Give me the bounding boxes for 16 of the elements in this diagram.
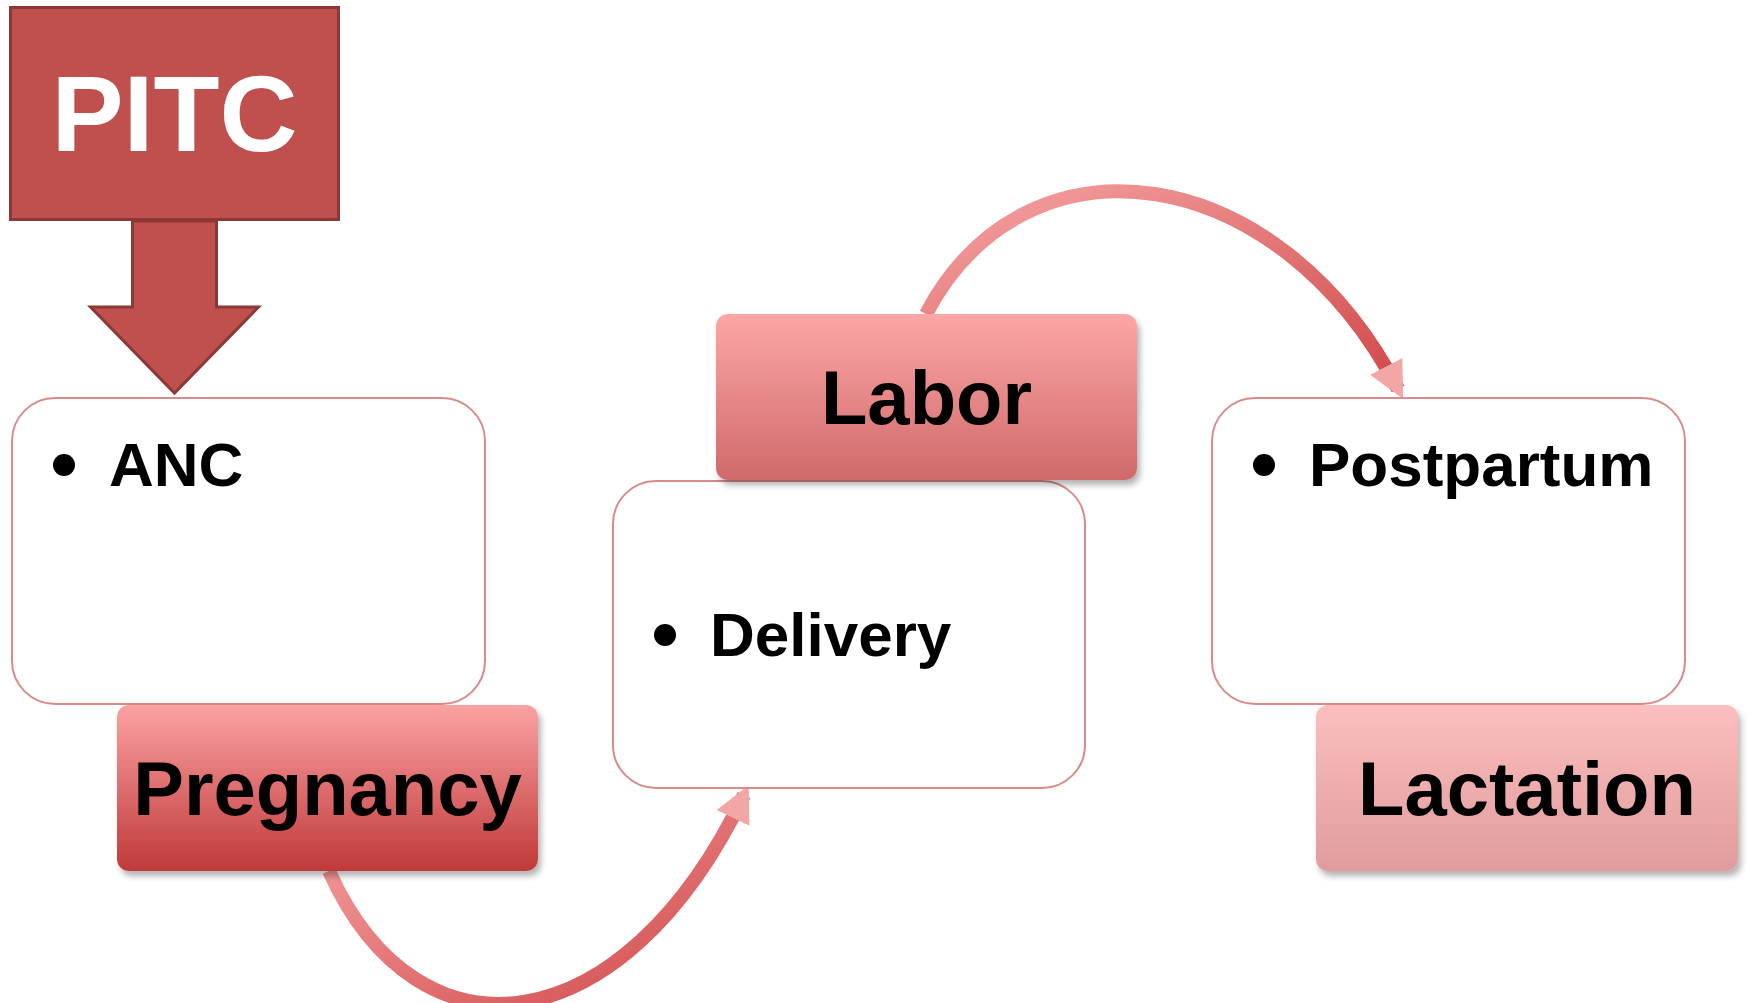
stage-text: Delivery	[710, 599, 952, 670]
stage-name: Labor	[820, 353, 1033, 441]
stage-panel	[612, 480, 1086, 789]
stage-panel	[1211, 397, 1686, 705]
stage-label	[1316, 705, 1738, 871]
stage-name: Pregnancy	[133, 744, 522, 832]
block-arrow	[86, 219, 263, 396]
stage-label	[716, 314, 1137, 480]
stage-name: Lactation	[1358, 744, 1696, 832]
stage-panel	[11, 397, 486, 705]
curved-arrow	[920, 184, 1404, 399]
title-box	[9, 6, 340, 221]
stage-text: Postpartum	[1309, 429, 1654, 500]
stage-text: ANC	[109, 429, 244, 500]
title-text: PITC	[51, 52, 298, 176]
stage-label	[117, 705, 538, 871]
